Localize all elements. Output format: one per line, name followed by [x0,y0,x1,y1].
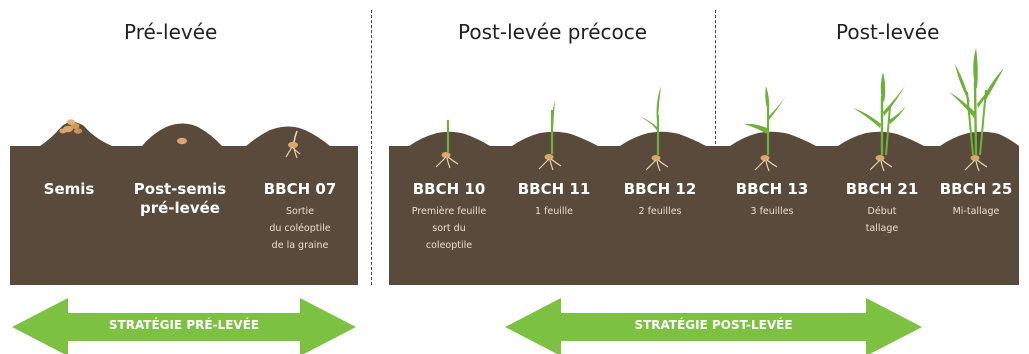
stage-description: 2 feuilles [638,206,682,217]
stage-bbch-10: BBCH 10 Première feuille sort du coleopt… [396,180,502,254]
phase-divider-1 [371,10,372,285]
phase-title-post-levee: Post-levée [836,20,940,44]
strategy-label-pre-levee: STRATÉGIE PRÉ-LEVÉE [108,318,260,332]
stage-name: BBCH 10 [412,180,486,198]
strategy-label-post-levee: STRATÉGIE POST-LEVÉE [634,318,793,332]
soil-panel-right [389,131,1019,285]
seed-pile-icon [59,119,83,134]
stage-description: 3 feuilles [750,206,794,217]
plant-bbch-11-icon [538,100,562,171]
stage-bbch-25: BBCH 25 Mi-tallage [928,180,1024,220]
arrow-post-levee [505,298,922,354]
stage-semis: Semis [28,180,110,203]
stage-bbch-13: BBCH 13 3 feuilles [722,180,822,220]
stage-bbch-07: BBCH 07 Sortie du coléoptile de la grain… [246,180,354,254]
plant-bbch-10-icon [435,120,459,169]
arrow-pre-levee [12,298,356,354]
germinating-seed-icon [285,130,301,159]
stage-description: Sortie du coléoptile de la graine [269,206,331,251]
soil-panel-left [10,122,358,285]
stage-name: Semis [43,180,95,198]
stage-name: BBCH 07 [263,180,337,198]
plant-bbch-21-icon [853,72,906,172]
plant-bbch-13-icon [744,86,786,172]
stage-bbch-11: BBCH 11 1 feuille [504,180,604,220]
stage-description: Mi-tallage [952,206,1000,217]
stage-bbch-12: BBCH 12 2 feuilles [610,180,710,220]
stage-name: BBCH 11 [517,180,591,198]
stage-post-semis: Post-semis pré-levée [118,180,242,222]
stage-name: BBCH 21 [845,180,919,198]
stage-description: Première feuille sort du coleoptile [411,206,487,251]
phase-title-pre-levee: Pré-levée [124,20,218,44]
stage-description: 1 feuille [534,206,574,217]
stage-name: Post-semis pré-levée [133,180,227,217]
stage-bbch-21: BBCH 21 Début tallage [832,180,932,237]
stage-name: BBCH 13 [735,180,809,198]
phase-title-post-levee-precoce: Post-levée précoce [458,20,648,44]
plant-bbch-25-icon [949,48,1004,172]
stage-description: Début tallage [865,206,899,234]
stage-name: BBCH 25 [939,180,1013,198]
buried-seed-icon [177,137,187,145]
plant-bbch-12-icon [638,86,669,172]
stage-name: BBCH 12 [623,180,697,198]
